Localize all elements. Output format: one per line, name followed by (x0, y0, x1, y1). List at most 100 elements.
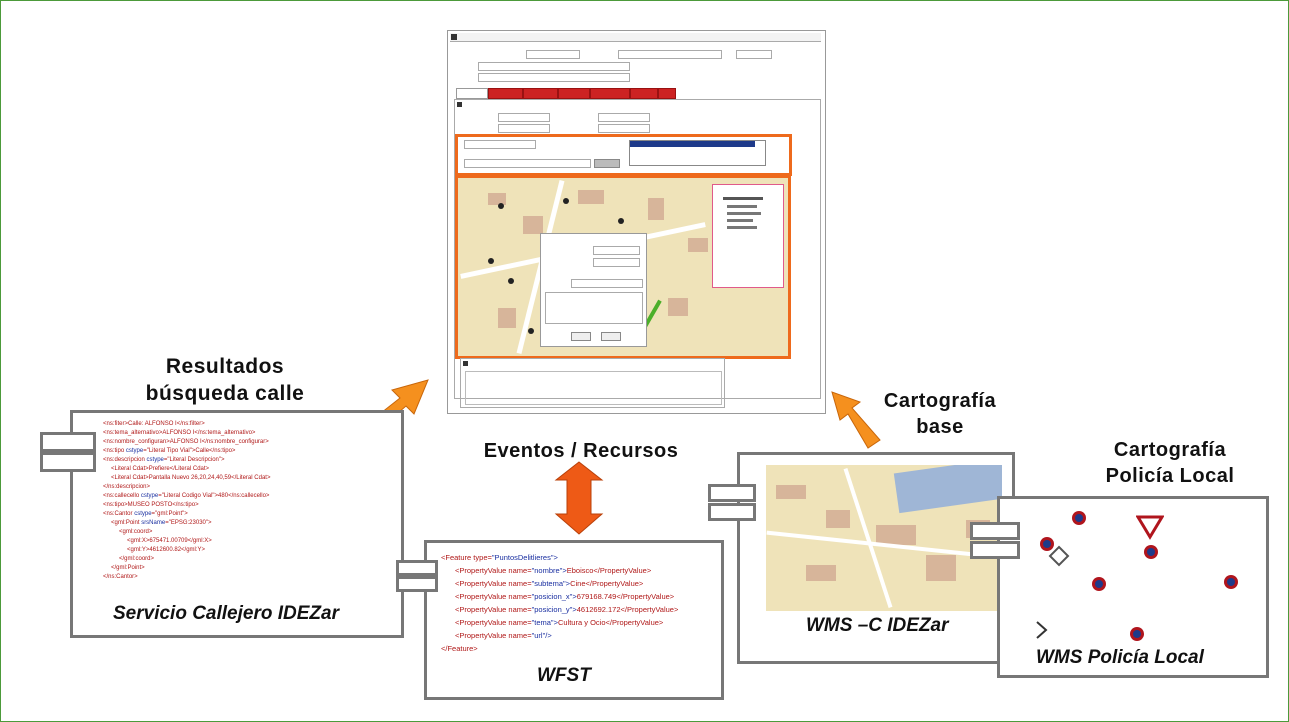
tab-3[interactable] (523, 88, 558, 99)
xml-line: </gml:Point> (111, 565, 145, 571)
wfs-xml-line: <PropertyValue name="posicion_x">679168.… (455, 592, 675, 601)
connector-plug-callejero-2 (40, 452, 96, 472)
map-block (578, 190, 604, 204)
caption-callejero: Servicio Callejero IDEZar (113, 603, 339, 624)
component-wms-c: WMS –C IDEZar (737, 452, 1015, 664)
wfs-xml-line: <PropertyValue name="subtema">Cine</Prop… (455, 579, 644, 588)
connector-plug-callejero-1 (40, 432, 96, 452)
component-wms-policia: WMS Policía Local (997, 496, 1269, 678)
arrow-eventos-double (554, 461, 604, 535)
layer-tree[interactable] (712, 184, 784, 288)
wfs-xml-line: </Feature> (441, 644, 478, 653)
app-window-icon (451, 34, 457, 40)
police-point-icon (1072, 511, 1086, 525)
label-eventos-recursos: Eventos / Recursos (483, 440, 679, 462)
map-marker[interactable] (508, 278, 514, 284)
diamond-sign-icon (1048, 545, 1070, 567)
layer-item[interactable] (727, 205, 757, 208)
panel-collapse-icon[interactable] (457, 102, 462, 107)
date-field-1[interactable] (498, 113, 550, 122)
component-wfst: <Feature type="PuntosDelitlieres"> <Prope… (424, 540, 724, 700)
layer-item[interactable] (723, 197, 763, 200)
police-point-icon (1144, 545, 1158, 559)
xml-line: </ns:descripcion> (103, 484, 151, 490)
xml-line: <ns:fiter>Calle: ALFONSO I</ns:filter> (103, 421, 205, 427)
popup-select[interactable] (571, 279, 643, 288)
label-cartografia-base-line1: Cartografía (883, 390, 997, 412)
map-marker[interactable] (498, 203, 504, 209)
tab-4[interactable] (558, 88, 590, 99)
caption-wfst: WFST (537, 665, 591, 686)
wfs-xml-line: <Feature type="PuntosDelitlieres"> (441, 553, 558, 562)
connector-plug-wfst-2 (396, 576, 438, 592)
form-field-1[interactable] (526, 50, 580, 59)
map-marker[interactable] (488, 258, 494, 264)
map-block (488, 193, 506, 205)
form-field-5[interactable] (478, 73, 630, 82)
popup-ok-button[interactable] (571, 332, 591, 341)
street-search-input[interactable] (464, 159, 591, 168)
date-field-3[interactable] (498, 124, 550, 133)
map-block (776, 485, 806, 499)
tab-5[interactable] (590, 88, 630, 99)
label-cartografia-policia-line2: Policía Local (1105, 465, 1235, 487)
tab-active[interactable] (456, 88, 488, 99)
xml-line: <gml:Y>4612600.82</gml:Y> (127, 547, 206, 553)
component-callejero: <ns:fiter>Calle: ALFONSO I</ns:filter> <… (70, 410, 404, 638)
tab-2[interactable] (488, 88, 523, 99)
xml-line: <gml:X>675471.00709</gml:X> (127, 538, 212, 544)
connector-plug-wmsc-2 (708, 503, 756, 521)
results-list[interactable] (629, 140, 766, 166)
map-block (926, 555, 956, 581)
map-river (893, 465, 1002, 514)
popup-cancel-button[interactable] (601, 332, 621, 341)
map-highlight[interactable] (455, 175, 791, 359)
form-field-3[interactable] (736, 50, 772, 59)
street-search-button[interactable] (464, 140, 536, 149)
map-block (806, 565, 836, 581)
xml-line: <Literal Cdat>Pantalla Nuevo 26,20,24,40… (111, 475, 271, 481)
search-go-button[interactable] (594, 159, 620, 168)
wms-c-map (766, 465, 1002, 611)
comments-panel (460, 358, 725, 408)
map-marker[interactable] (563, 198, 569, 204)
event-popup (540, 233, 647, 347)
tab-6[interactable] (630, 88, 658, 99)
label-cartografia-policia-line1: Cartografía (1113, 439, 1227, 461)
map-marker[interactable] (618, 218, 624, 224)
popup-textarea[interactable] (545, 292, 643, 324)
police-point-icon (1224, 575, 1238, 589)
form-field-2[interactable] (618, 50, 722, 59)
layer-item[interactable] (727, 226, 757, 229)
map-block (826, 510, 850, 528)
xml-line: <ns:Cantor cstype="gml:Point"> (103, 511, 188, 517)
wfs-xml-line: <PropertyValue name="url"/> (455, 631, 552, 640)
xml-line: <ns:descripcion cstype="Literal Descripc… (103, 457, 225, 463)
arrow-cartografia-base (831, 391, 881, 449)
map-block (648, 198, 664, 220)
police-point-icon (1092, 577, 1106, 591)
layer-item[interactable] (727, 212, 761, 215)
layer-item[interactable] (727, 219, 753, 222)
map-block (498, 308, 516, 328)
date-field-4[interactable] (598, 124, 650, 133)
map-block (876, 525, 916, 545)
xml-line: </ns:Cantor> (103, 574, 138, 580)
tab-7[interactable] (658, 88, 676, 99)
results-list-selected[interactable] (630, 141, 755, 147)
popup-field-2[interactable] (593, 258, 640, 267)
form-field-4[interactable] (478, 62, 630, 71)
xml-line: <Literal Cdat>Prefiere</Literal Cdat> (111, 466, 210, 472)
map-marker[interactable] (528, 328, 534, 334)
comments-textarea[interactable] (465, 371, 722, 405)
comments-collapse-icon[interactable] (463, 361, 468, 366)
date-field-2[interactable] (598, 113, 650, 122)
map-block (668, 298, 688, 316)
chevron-right-icon (1036, 621, 1048, 639)
map-block (688, 238, 708, 252)
popup-field-1[interactable] (593, 246, 640, 255)
no-entry-icon (1130, 627, 1144, 641)
xml-line: <ns:tipo>MUSEO POSTO</ns:tipo> (103, 502, 199, 508)
xml-line: <gml:Point srsName="EPSG:23030"> (111, 520, 212, 526)
xml-line: <ns:callecello cstype="Literal Codigo Vi… (103, 493, 270, 499)
